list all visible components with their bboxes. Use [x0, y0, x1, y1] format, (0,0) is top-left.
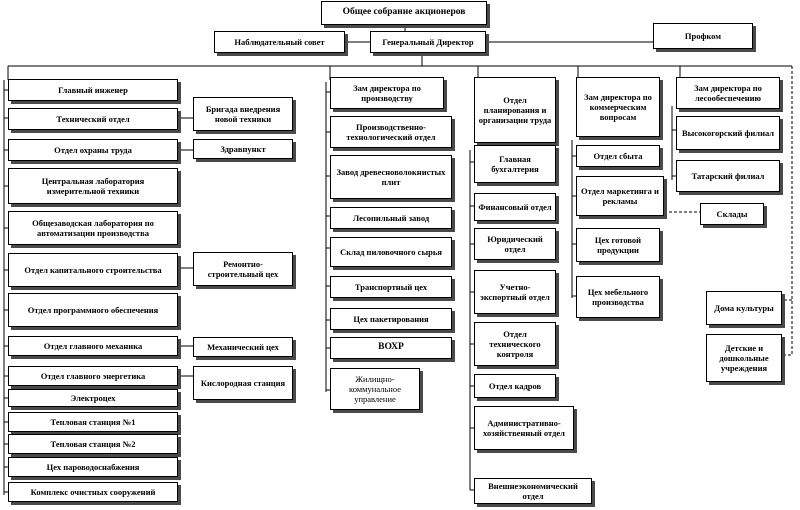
technical-dept-box: Технический отдел	[8, 108, 178, 130]
warehouses-box: Склады	[700, 203, 764, 225]
marketing-dept-box: Отдел маркетинга и рекламы	[576, 176, 664, 216]
fiberboard-plant-box: Завод древесноволокнистых плит	[330, 155, 452, 199]
automation-lab-box: Общезаводская лаборатория по автоматизац…	[8, 211, 178, 245]
hr-dept-box: Отдел кадров	[474, 374, 556, 398]
deputy-production-box: Зам директора по производству	[330, 77, 444, 109]
log-warehouse-box: Склад пиловочного сырья	[330, 237, 452, 267]
heat-station-1-box: Тепловая станция №1	[8, 412, 178, 432]
chief-mechanic-box: Отдел главного механика	[8, 336, 178, 356]
culture-houses-box: Дома культуры	[706, 291, 782, 325]
chief-engineer-box: Главный инженер	[8, 79, 178, 101]
repair-shop-box: Ремонтно-строительный цех	[193, 252, 293, 286]
foreign-economic-box: Внешнеэкономический отдел	[474, 478, 592, 504]
security-box: ВОХР	[330, 337, 452, 359]
labor-safety-dept-box: Отдел охраны труда	[8, 139, 178, 161]
tatar-branch-box: Татарский филиал	[676, 160, 780, 192]
sales-dept-box: Отдел сбыта	[576, 145, 660, 167]
steam-water-shop-box: Цех пароводоснабжения	[8, 457, 178, 477]
furniture-shop-box: Цех мебельного производства	[576, 276, 660, 318]
central-lab-box: Центральная лаборатория измерительной те…	[8, 168, 178, 204]
oxygen-station-box: Кислородная станция	[193, 366, 293, 400]
supervisory-board-box: Наблюдательный совет	[214, 31, 345, 53]
admin-dept-box: Административно-хозяйственный отдел	[474, 406, 574, 450]
deputy-commercial-box: Зам директора по коммерческим вопросам	[576, 77, 660, 137]
heat-station-2-box: Тепловая станция №2	[8, 434, 178, 454]
sawmill-box: Лесопильный завод	[330, 207, 452, 229]
chief-power-engineer-box: Отдел главного энергетика	[8, 366, 178, 386]
vysokogorsky-branch-box: Высокогорский филиал	[676, 116, 780, 150]
electric-shop-box: Электроцех	[8, 389, 178, 407]
deputy-forestry-box: Зам директора по лесообеспечению	[676, 77, 780, 109]
legal-dept-box: Юридический отдел	[474, 228, 556, 260]
new-tech-team-box: Бригада внедрения новой техники	[193, 97, 293, 131]
shareholders-assembly-box: Общее собрание акционеров	[321, 1, 487, 25]
trade-union-box: Профком	[653, 23, 753, 49]
accounting-box: Главная бухгалтерия	[474, 145, 556, 183]
treatment-facilities-box: Комплекс очистных сооружений	[8, 482, 178, 502]
quality-control-box: Отдел технического контроля	[474, 322, 556, 366]
transport-shop-box: Транспортный цех	[330, 276, 452, 298]
export-accounting-box: Учетно-экспортный отдел	[474, 270, 556, 314]
capital-construction-box: Отдел капитального строительства	[8, 253, 178, 287]
planning-dept-box: Отдел планирования и организации труда	[474, 77, 556, 143]
kindergartens-box: Детские и дошкольные учреждения	[706, 334, 782, 382]
general-director-box: Генеральный Директор	[370, 31, 486, 53]
finished-goods-shop-box: Цех готовой продукции	[576, 228, 660, 262]
packaging-shop-box: Цех пакетирования	[330, 308, 452, 330]
housing-utilities-box: Жилищно-коммунальное управление	[330, 368, 420, 410]
health-post-box: Здравпункт	[193, 139, 293, 159]
finance-dept-box: Финансовый отдел	[474, 193, 556, 221]
production-tech-dept-box: Производственно-технологический отдел	[330, 116, 452, 148]
mechanical-shop-box: Механический цех	[193, 337, 293, 357]
software-dept-box: Отдел программного обеспечения	[8, 293, 178, 327]
